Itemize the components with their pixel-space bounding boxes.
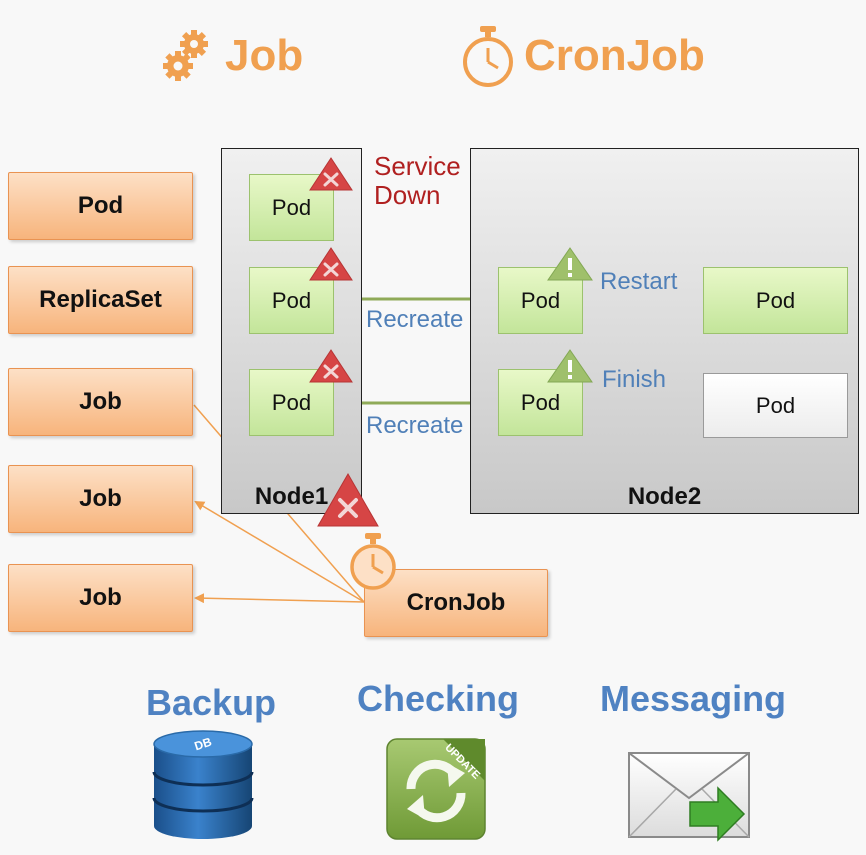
warning-icon [547,247,593,281]
pod-box: Pod [8,172,193,240]
node2-label: Node2 [627,483,702,510]
stopwatch-icon [463,26,513,87]
node1-pod-2: Pod [249,267,334,334]
node1-label: Node1 [254,483,329,510]
node2-restart-pod: Pod [703,267,848,334]
warning-icon [547,349,593,383]
job-title: Job [225,31,304,80]
mail-icon [628,752,750,842]
database-icon: DB [152,730,254,839]
update-icon: UPDATE [386,738,486,840]
restart-label: Restart [600,268,678,295]
node-error-icon [317,472,379,527]
db-text: DB [193,735,214,754]
error-icon [309,247,353,281]
replicaset-box: ReplicaSet [8,266,193,334]
gears-icon [163,30,208,81]
recreate-label-2: Recreate [366,412,464,439]
recreate-label-1: Recreate [366,306,464,333]
job-box-1: Job [8,368,193,436]
stopwatch-icon [350,533,396,590]
cronjob-title: CronJob [524,31,705,80]
error-icon [309,349,353,383]
job-box-3: Job [8,564,193,632]
cronjob-to-job2-arrow [194,500,365,603]
cronjob-box: CronJob [364,569,548,637]
backup-label: Backup [146,682,277,723]
finish-label: Finish [602,366,667,393]
error-icon [309,157,353,191]
cronjob-to-job3-arrow [194,593,365,604]
node2-finished-pod: Pod [703,373,848,438]
service-down-label: Service Down [374,151,461,211]
messaging-label: Messaging [600,678,787,719]
checking-label: Checking [357,678,520,719]
job-box-2: Job [8,465,193,533]
